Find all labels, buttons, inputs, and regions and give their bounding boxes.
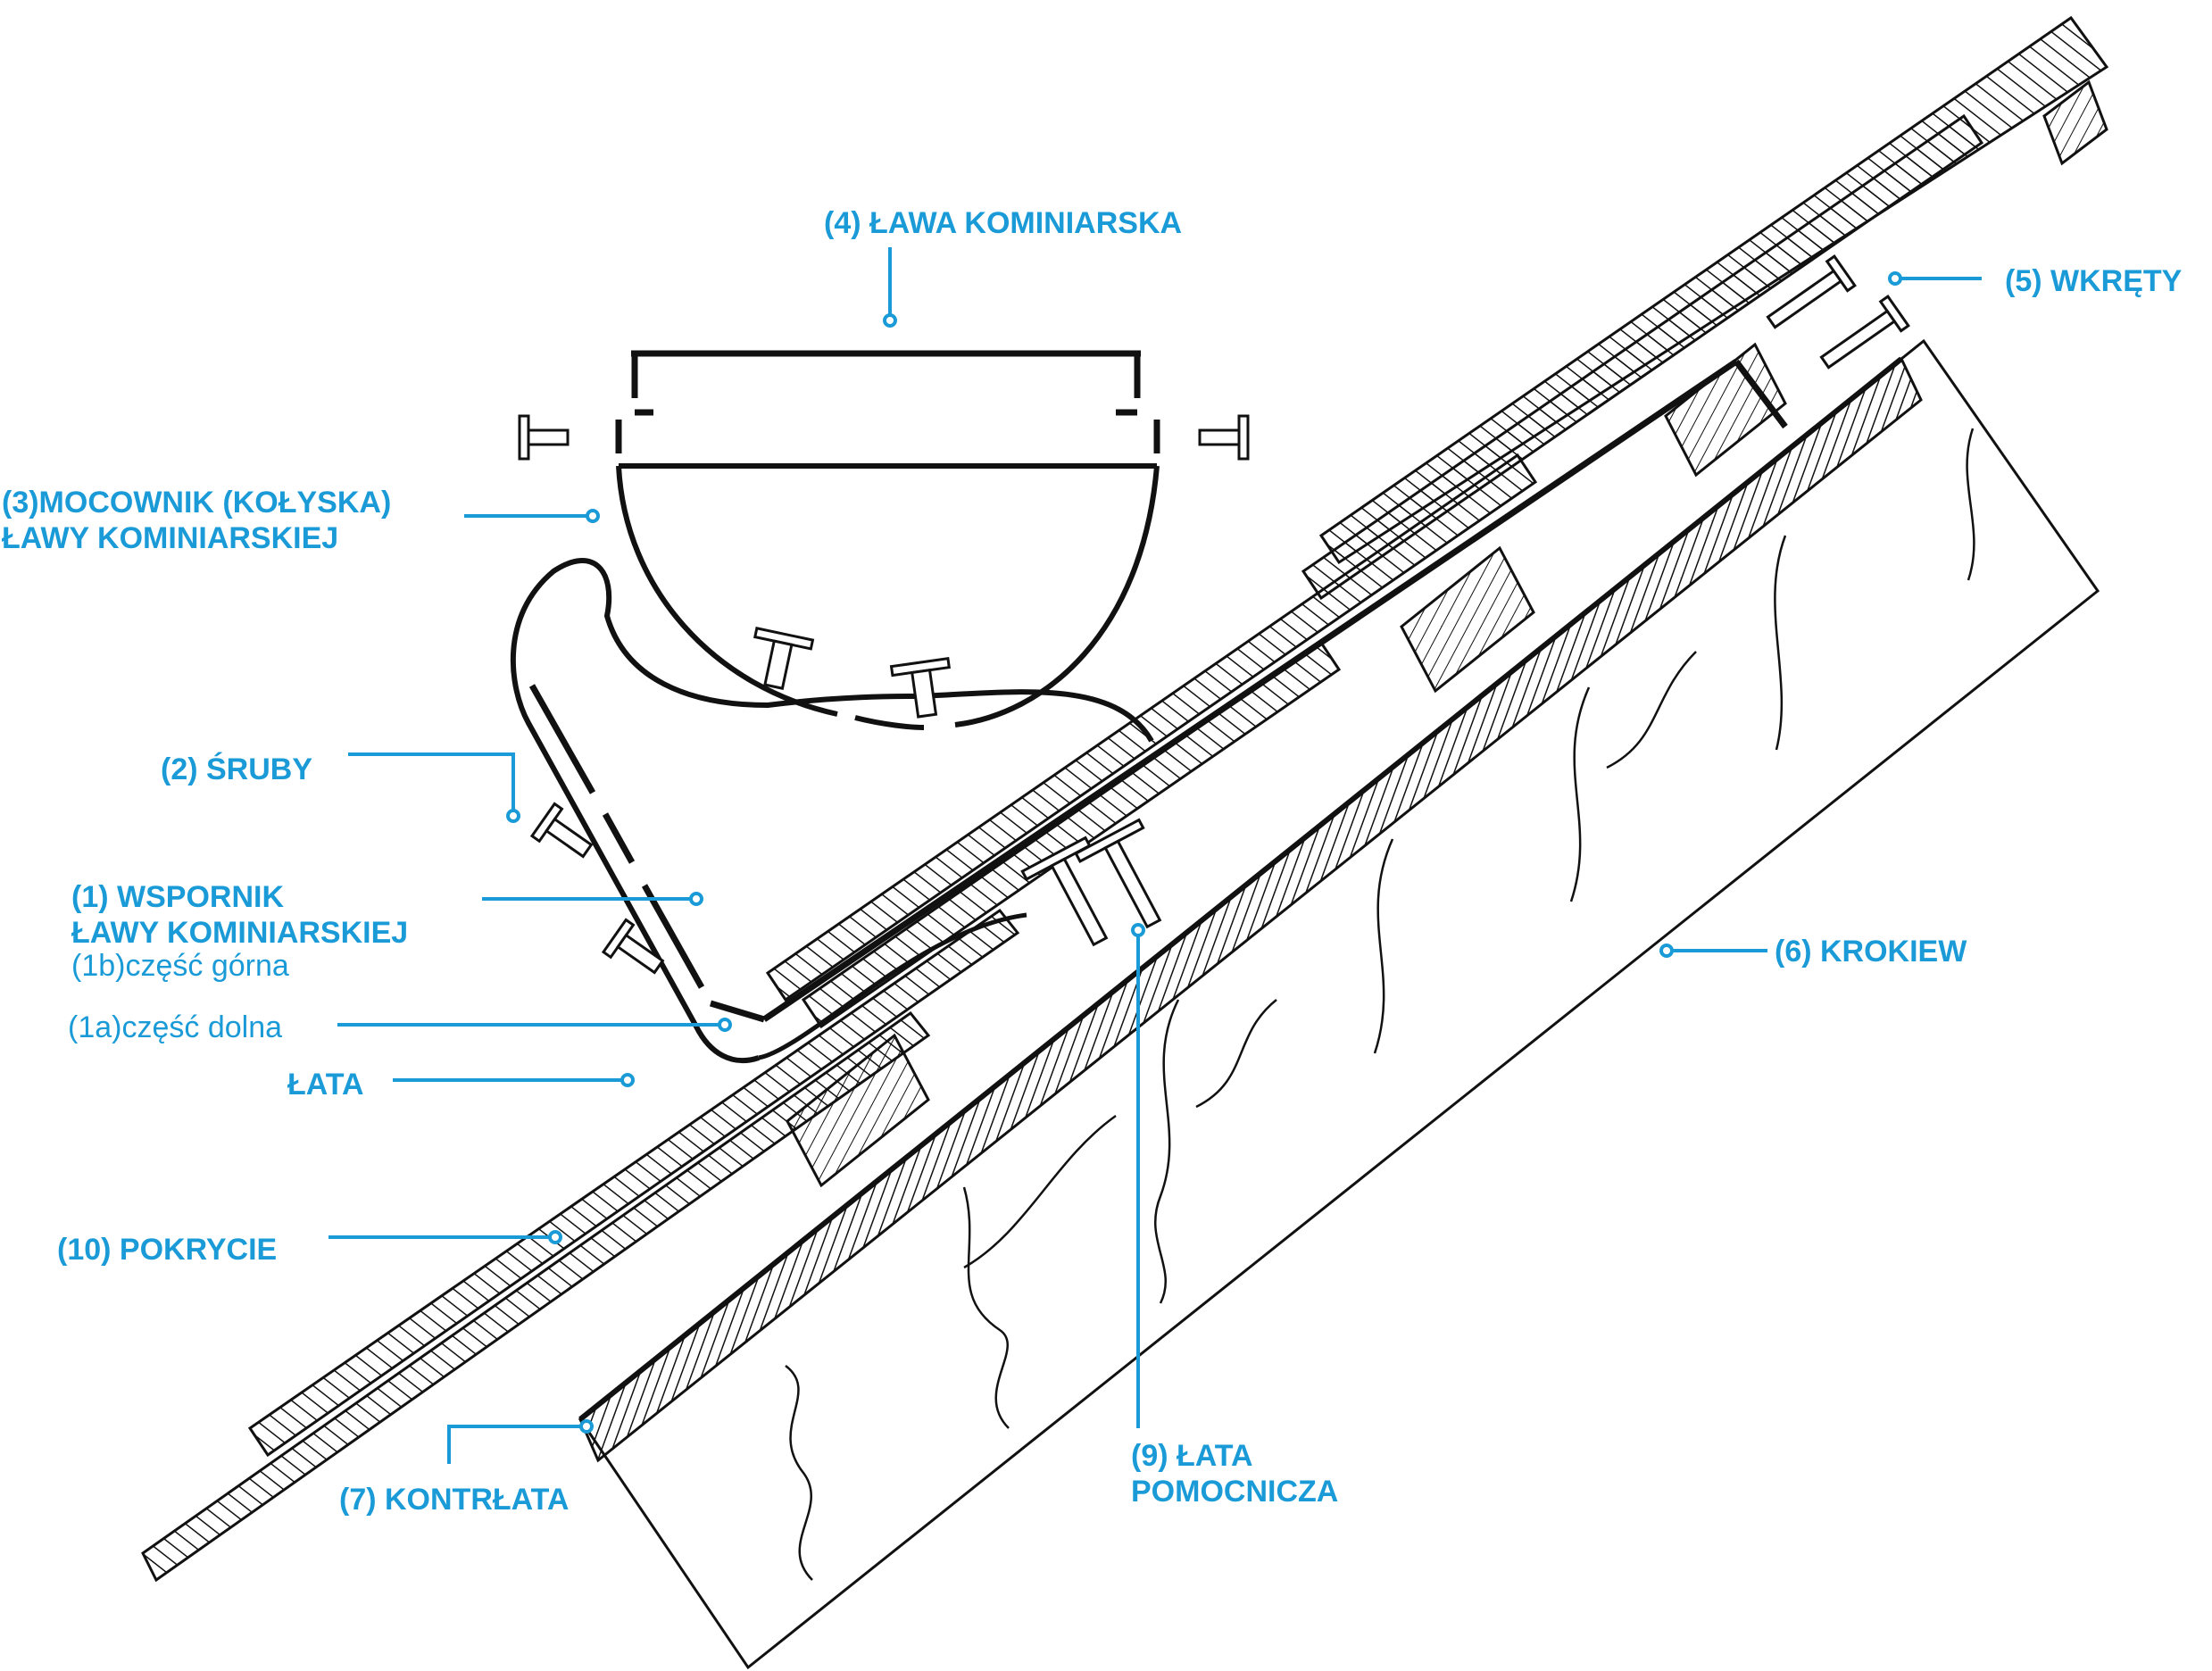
label-mount-cradle: (3)MOCOWNIK (KOŁYSKA) ŁAWY KOMINIARSKIEJ: [2, 485, 391, 556]
leader-lines: [328, 247, 1982, 1464]
leader-endpoints: [506, 271, 1902, 1434]
chimney-bench: [615, 350, 1160, 453]
mount-cradle: [616, 463, 1160, 730]
label-auxiliary-batten-line1: (9) ŁATA: [1131, 1439, 1253, 1473]
bolts: [518, 414, 1250, 975]
label-bracket: (1) WSPORNIK ŁAWY KOMINIARSKIEJ: [71, 879, 408, 951]
label-mount-cradle-line2: ŁAWY KOMINIARSKIEJ: [2, 521, 339, 555]
battens: [786, 79, 2108, 1188]
label-screws: (5) WKRĘTY: [2005, 264, 2183, 298]
label-chimney-bench: (4) ŁAWA KOMINIARSKA: [824, 206, 1183, 240]
label-bracket-line2: ŁAWY KOMINIARSKIEJ: [71, 916, 409, 950]
label-bolts: (2) ŚRUBY: [161, 752, 313, 786]
roof-covering: [141, 15, 2109, 1583]
label-batten: ŁATA: [287, 1068, 364, 1102]
label-auxiliary-batten-line2: POMOCNICZA: [1131, 1475, 1339, 1509]
label-lower-part: (1a)część dolna: [68, 1010, 283, 1044]
chimney-bench-bracket: [510, 359, 1788, 1064]
screws: [1766, 254, 1910, 370]
label-bracket-line1: (1) WSPORNIK: [71, 880, 284, 914]
label-counter-batten: (7) KONTRŁATA: [339, 1483, 570, 1517]
label-auxiliary-batten: (9) ŁATA POMOCNICZA: [1131, 1438, 1338, 1509]
label-rafter: (6) KROKIEW: [1775, 935, 1967, 969]
label-mount-cradle-line1: (3)MOCOWNIK (KOŁYSKA): [2, 486, 392, 520]
counter-batten-top-edge: [578, 356, 1903, 1422]
label-roof-covering: (10) POKRYCIE: [57, 1233, 278, 1267]
counter-batten: [578, 356, 1923, 1463]
label-upper-part: (1b)część górna: [71, 949, 289, 983]
